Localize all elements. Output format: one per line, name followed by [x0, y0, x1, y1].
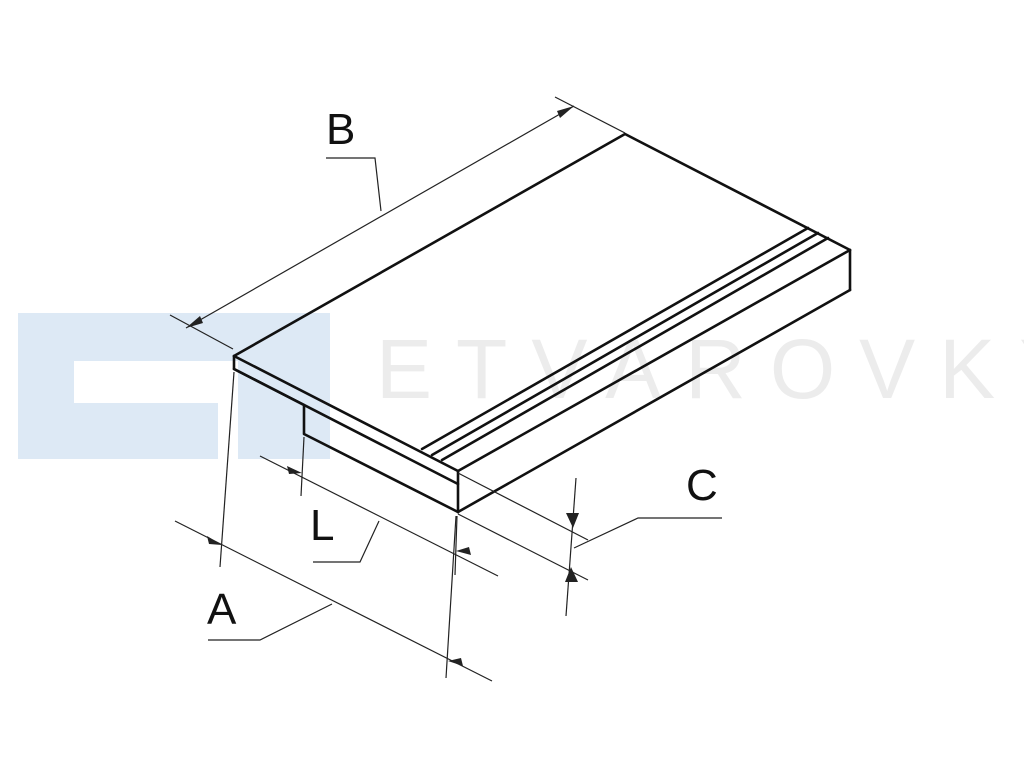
dimension-label-b: B [326, 105, 355, 154]
dimension-label-c: C [686, 461, 718, 510]
watermark-text: ETVAROVKY [376, 322, 1024, 416]
dimension-a [174, 371, 493, 682]
dimension-b [169, 96, 626, 350]
dimension-c [457, 472, 722, 617]
stair-tread-body [232, 132, 852, 514]
dimension-label-a: A [207, 585, 237, 634]
watermark-logo [18, 313, 330, 459]
dimension-label-l: L [310, 501, 334, 550]
anti-slip-grooves [420, 226, 830, 462]
dimension-l [259, 436, 499, 577]
